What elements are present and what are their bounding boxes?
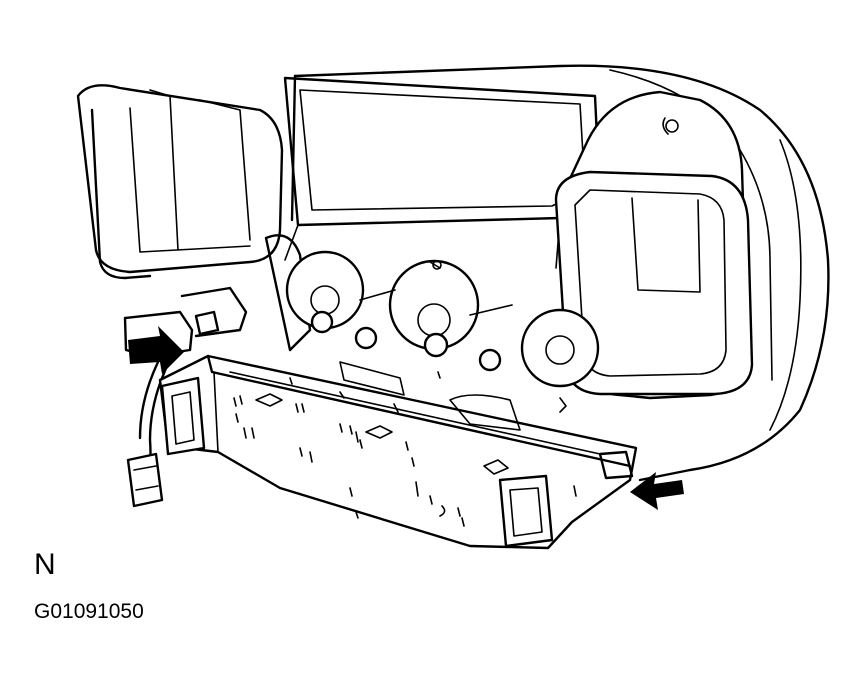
left-arrow-indicator [128,326,184,374]
center-display-frame [283,76,602,269]
figure-code: G01091050 [34,600,144,623]
right-air-vent [554,90,754,400]
left-air-vent [76,84,284,280]
right-arrow-indicator [630,472,684,510]
left-wire-connector [123,286,248,508]
knob-mechanisms [264,234,600,388]
climate-control-panel [158,354,638,550]
view-label: N [34,548,56,581]
